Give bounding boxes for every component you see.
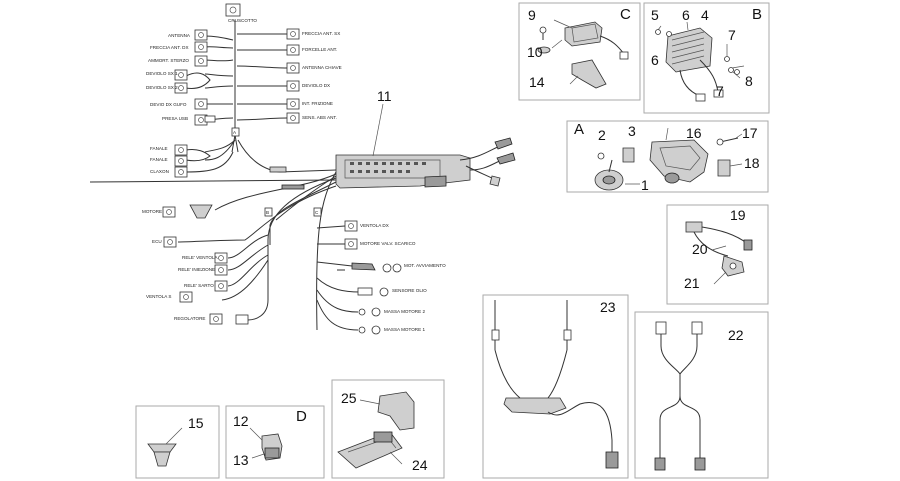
harness-labels: CRUSCOTTO ANTENNA FRECCIA ANT. DX AMMORT…	[142, 18, 446, 332]
label-forcelle-ant: FORCELLE ANT.	[302, 47, 337, 52]
frame-group-c	[518, 2, 641, 101]
label-ventola-s: VENTOLA S	[146, 294, 171, 299]
callout-25: 25	[341, 390, 357, 406]
label-rele-iniezione: RELE' INIEZIONE	[178, 267, 215, 272]
label-presa-usb: PRESA USB	[162, 116, 188, 121]
callout-10: 10	[527, 44, 543, 60]
label-sens-abs-ant: SENS. ABS ANT.	[302, 115, 337, 120]
callout-23: 23	[600, 299, 616, 315]
callout-11: 11	[377, 88, 392, 104]
frame-part-24-25	[331, 379, 445, 479]
callout-3: 3	[628, 123, 636, 139]
label-chiave: ANTENNA CHIAVE	[302, 65, 342, 70]
group-d-parts: 12 13 D	[233, 408, 307, 468]
callout-1: 1	[641, 177, 649, 193]
callout-15: 15	[188, 415, 204, 431]
callout-21: 21	[684, 275, 700, 291]
callout-5: 5	[651, 7, 659, 23]
left-connectors	[162, 3, 249, 325]
callout-17: 17	[742, 125, 758, 141]
callout-7: 7	[728, 27, 736, 43]
label-mot-avviamento: MOT. AVVIAMENTO	[404, 263, 446, 268]
label-ventola-dx: VENTOLA DX	[360, 223, 389, 228]
label-deviolo-dx: DEVIOLO DX	[302, 83, 330, 88]
label-rele-sarto: RELE' SARTO	[184, 283, 214, 288]
label-ammort-sterzo: AMMORT. STERZO	[148, 58, 189, 63]
group-a-parts: A 2 3 16 17 18 1	[574, 121, 760, 193]
callout-22: 22	[728, 327, 744, 343]
group-19-21-parts: 19 20 21	[684, 207, 753, 291]
right-connectors	[286, 28, 402, 335]
label-claxon: CLAXON	[150, 169, 169, 174]
group-b-parts: 5 6 4 6 7 8 7 B	[651, 6, 762, 102]
callout-13: 13	[233, 452, 249, 468]
callout-20: 20	[692, 241, 708, 257]
callout-19: 19	[730, 207, 746, 223]
group-letter-d: D	[296, 408, 307, 425]
frame-group-d	[225, 405, 325, 479]
frame-part-22	[634, 311, 769, 479]
frame-group-b	[643, 2, 770, 114]
callout-9: 9	[528, 7, 536, 23]
callout-6: 6	[682, 7, 690, 23]
part-24-25: 25 24	[337, 390, 428, 473]
fuse-box-11	[335, 137, 516, 189]
callout-18: 18	[744, 155, 760, 171]
frame-group-a	[566, 120, 769, 193]
part-15-clip: 15	[147, 415, 204, 467]
label-freccia-ant-dx: FRECCIA ANT. DX	[150, 45, 189, 50]
label-massa-motore-1: MASSA MOTORE 1	[384, 327, 425, 332]
part-23-harness: 23	[491, 299, 619, 469]
label-cruscotto: CRUSCOTTO	[228, 18, 257, 23]
group-letter-b: B	[752, 6, 762, 23]
callout-12: 12	[233, 413, 249, 429]
label-devio-dx-gufo: DEVIO DX GUFO	[150, 102, 187, 107]
label-motore: MOTORE	[142, 209, 162, 214]
label-fanale-2: FANALE	[150, 157, 168, 162]
label-regolatore: REGOLATORE	[174, 316, 205, 321]
frame-part-23	[482, 294, 629, 479]
frame-part-15	[135, 405, 220, 479]
label-massa-motore-2: MASSA MOTORE 2	[384, 309, 425, 314]
label-motore-valv-scarico: MOTORE VALV. SCARICO	[360, 241, 416, 246]
label-rele-ventola: RELE' VENTOLA	[182, 255, 218, 260]
callout-4: 4	[701, 7, 709, 23]
tag-c-label: C	[315, 210, 319, 215]
tag-a-label: A	[233, 130, 237, 135]
frame-group-19-21	[666, 204, 769, 305]
label-sensore-olio: SENSORE OLIO	[392, 288, 427, 293]
tag-b-label: B	[266, 210, 269, 215]
callout-2: 2	[598, 127, 606, 143]
label-deviolo-sx-1: DEVIOLO SX 1	[146, 71, 178, 76]
group-c-parts: 9 10 14 C	[527, 6, 631, 90]
callout-14: 14	[529, 74, 545, 90]
callout-11-group: 11	[372, 88, 392, 157]
part-22-harness: 22	[654, 321, 744, 471]
callout-16: 16	[686, 125, 702, 141]
label-ecu: ECU	[152, 239, 162, 244]
label-fanale: FANALE	[150, 146, 168, 151]
label-int-frizione: INT. FRIZIONE	[302, 101, 333, 106]
group-letter-a: A	[574, 121, 584, 138]
callout-24: 24	[412, 457, 428, 473]
label-antenna: ANTENNA	[168, 33, 191, 38]
callout-6b: 6	[651, 52, 659, 68]
label-freccia-ant-sx: FRECCIA ANT. SX	[302, 31, 340, 36]
callout-7b: 7	[716, 83, 724, 99]
callout-8: 8	[745, 73, 753, 89]
label-deviolo-sx-2: DEVIOLO SX 2	[146, 85, 178, 90]
group-letter-c: C	[620, 6, 631, 23]
